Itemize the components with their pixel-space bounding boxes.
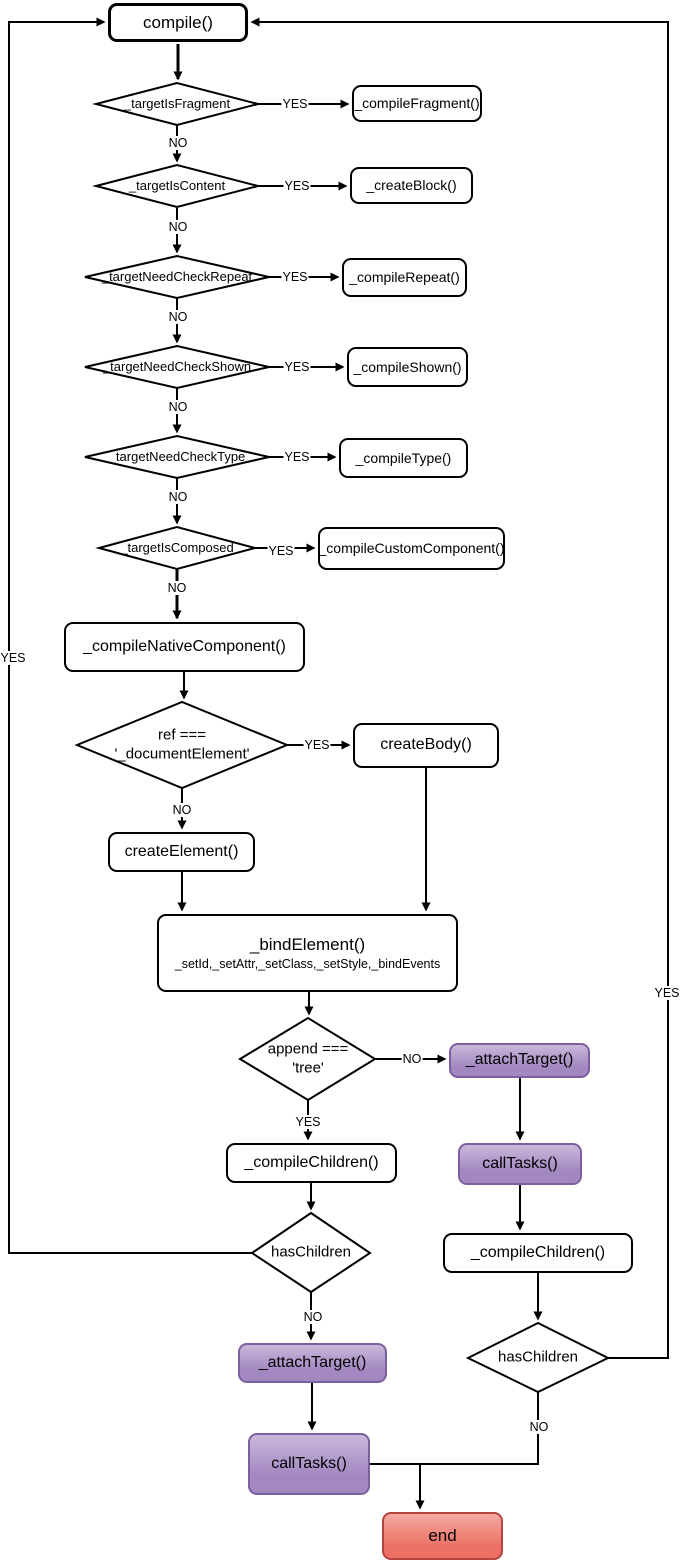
diamond-target-is-fragment [92,81,262,127]
edge-label-type-no: NO [167,490,189,504]
edge-haschildren-right-no-junction [370,1392,539,1465]
bind-element-subtitle: _setId,_setAttr,_setClass,_setStyle,_bin… [174,957,441,972]
diamond-target-need-check-shown [84,344,270,390]
diamond-target-need-check-repeat [84,254,270,300]
bind-element-title: _bindElement() [249,934,366,954]
node-compile-custom-component: _compileCustomComponent() [318,527,505,570]
label-target-is-fragment: _targetIsFragment [123,95,231,111]
label-append-check: append === 'tree' [267,1040,349,1076]
label-target-need-check-shown: _targetNeedCheckShown [102,358,252,374]
edge-haschildren-left-yes-loop [8,17,252,1254]
node-attach-target-left: _attachTarget() [238,1343,387,1383]
label-target-is-content: _targetIsContent [128,177,226,193]
label-target-need-check-type: _targetNeedCheckType [108,448,246,464]
edge-label-content-no: NO [167,220,189,234]
node-call-tasks-right: callTasks() [458,1143,582,1185]
node-create-body: createBody() [353,723,499,768]
edge-label-left-loop-yes: YES [0,651,27,665]
edge-label-append-yes: YES [294,1115,322,1129]
node-end: end [382,1512,503,1560]
diamond-target-is-content [92,163,262,209]
node-compile-repeat: _compileRepeat() [342,258,467,297]
node-create-block: _createBlock() [350,167,473,204]
node-compile: compile() [108,3,248,42]
edge-label-right-loop-yes: YES [653,986,681,1000]
edge-label-content-yes: YES [283,179,311,193]
edge-label-fragment-yes: YES [281,97,309,111]
node-compile-children-left: _compileChildren() [226,1143,397,1183]
edge-label-ref-no: NO [171,803,193,817]
edge-label-repeat-no: NO [167,310,189,324]
edge-label-shown-no: NO [167,400,189,414]
edge-label-haschildren-left-no: NO [302,1310,324,1324]
label-target-is-composed: _targetIsComposed [120,539,234,555]
label-haschildren-right: hasChildren [497,1348,579,1366]
edge-label-ref-yes: YES [303,738,331,752]
edge-label-composed-no: NO [166,581,188,595]
edge-label-haschildren-right-no: NO [528,1420,550,1434]
edge-label-fragment-no: NO [167,136,189,150]
label-ref-check: ref === '_documentElement' [114,726,250,762]
node-attach-target-right: _attachTarget() [449,1043,590,1078]
label-haschildren-left: hasChildren [270,1243,352,1261]
edge-label-composed-yes: YES [267,544,295,558]
edge-label-append-no: NO [401,1052,423,1066]
node-compile-fragment: _compileFragment() [352,85,482,122]
diamond-ref-check [74,700,290,790]
node-compile-shown: _compileShown() [347,347,468,387]
label-target-need-check-repeat: _targetNeedCheckRepeat [101,268,253,284]
diamond-haschildren-right [465,1321,611,1394]
node-call-tasks-left: callTasks() [248,1433,370,1495]
node-create-element: createElement() [108,832,255,872]
edge-label-shown-yes: YES [283,360,311,374]
diamond-target-need-check-type [84,434,270,480]
edge-label-type-yes: YES [283,450,311,464]
node-compile-children-right: _compileChildren() [443,1233,633,1273]
edge-haschildren-right-yes-loop [250,17,669,1359]
diamond-append-check [238,1016,377,1102]
diamond-target-is-composed [95,525,259,571]
node-compile-native-component: _compileNativeComponent() [64,622,305,672]
node-compile-type: _compileType() [339,438,468,478]
diamond-haschildren-left [250,1211,372,1294]
edge-label-repeat-yes: YES [281,270,309,284]
node-bind-element: _bindElement() _setId,_setAttr,_setClass… [157,914,458,992]
